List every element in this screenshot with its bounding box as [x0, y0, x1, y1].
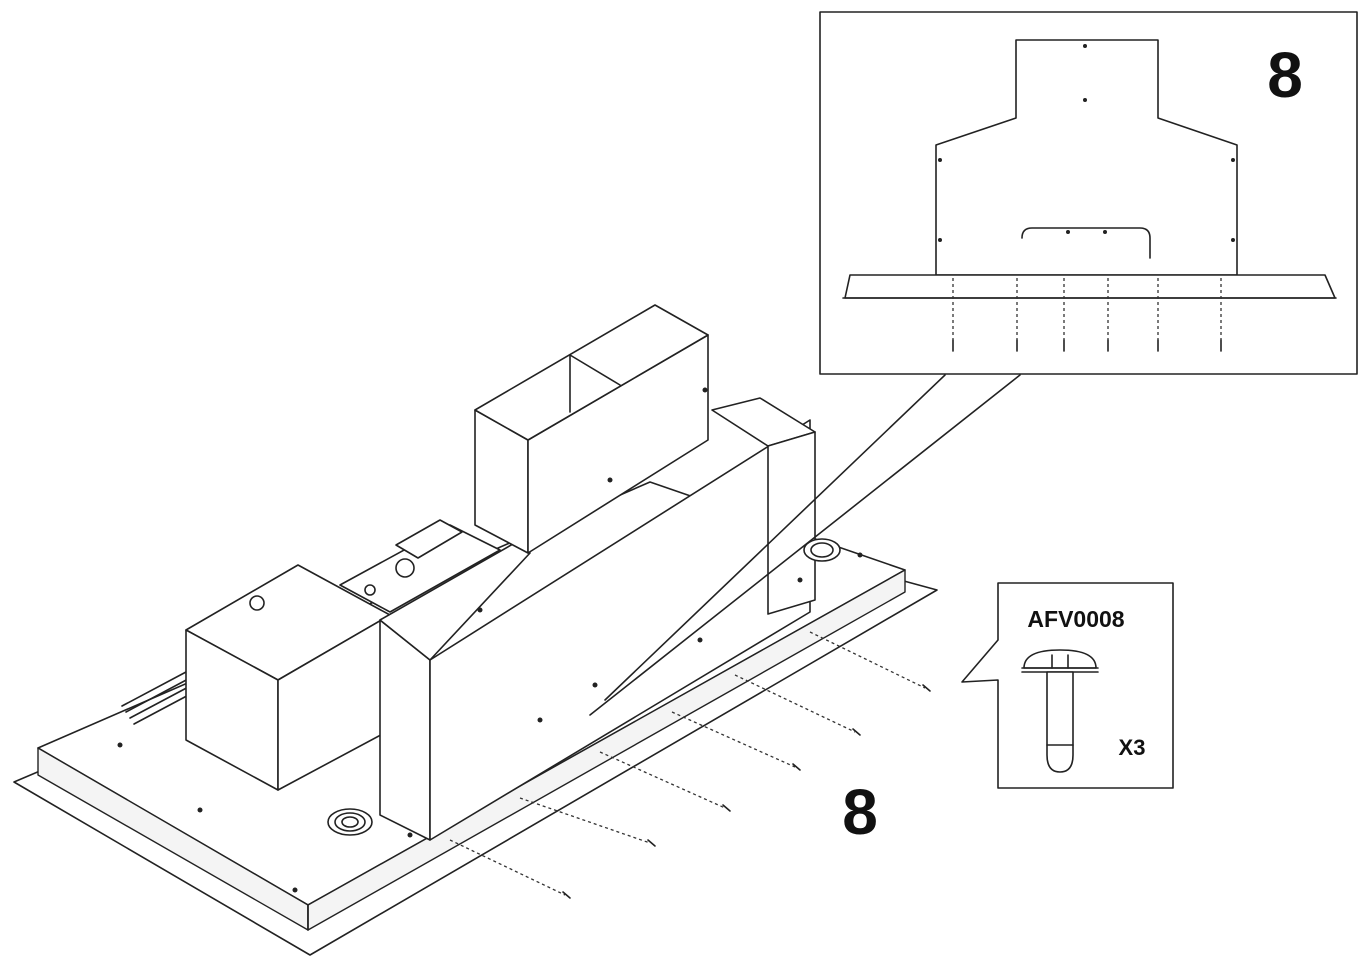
detail-step-number: 8 [1267, 39, 1303, 111]
detail-callout-pointer [589, 374, 1021, 716]
duct-divider [569, 354, 621, 386]
detail-screw-dots [938, 44, 1235, 242]
fan-opening-front [327, 808, 373, 836]
main-step-number: 8 [842, 776, 878, 848]
bracket-hole [395, 558, 415, 578]
detail-arch-outline [1021, 227, 1151, 259]
screw-icons [562, 684, 931, 899]
detail-screw-icons [952, 339, 1222, 352]
detail-base-plate [844, 274, 1336, 299]
duct-top-opening [474, 304, 709, 441]
small-bracket-box [395, 519, 463, 559]
detail-inset: 8 [819, 11, 1358, 375]
side-flange-face [767, 431, 816, 615]
screw-illustration-icon [1021, 649, 1099, 773]
chimney-plate-top-edge [379, 539, 531, 661]
detail-screw-paths [952, 278, 1222, 340]
part-code-label: AFV0008 [1027, 606, 1124, 632]
chimney-plate-main [429, 419, 811, 841]
range-hood-assembly [13, 304, 938, 956]
bracket-hole [364, 584, 376, 596]
fan-opening-rear [803, 538, 841, 562]
quantity-label: X3 [1119, 735, 1146, 760]
housing-knob [249, 595, 265, 611]
screw-insertion-paths [449, 631, 926, 896]
screw-hole-dots [117, 387, 863, 893]
parts-callout: AFV0008 X3 [961, 582, 1174, 789]
